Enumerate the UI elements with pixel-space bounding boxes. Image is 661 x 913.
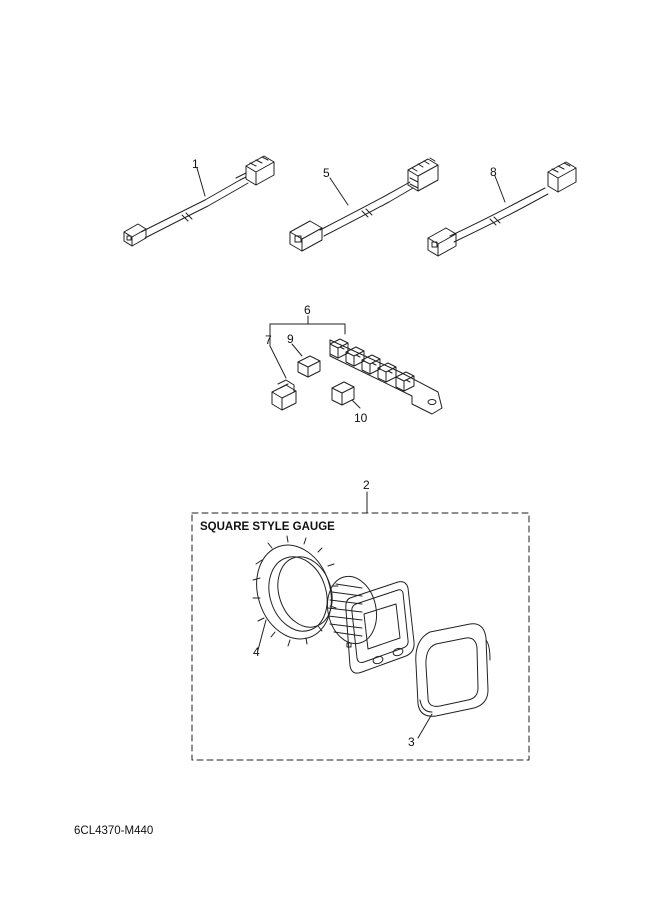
connector-7 [269,345,297,411]
callout-1: 1 [192,157,199,171]
wire-harness-5 [289,157,439,252]
square-gauge [326,575,415,674]
callout-2: 2 [363,478,370,492]
connector-bracket-6 [269,315,443,415]
cap-9 [291,343,321,378]
ring-nut-4 [252,535,339,651]
callout-8: 8 [490,165,497,179]
diagram-code: 6CL4370-M440 [74,825,154,837]
callout-3: 3 [408,735,415,749]
callout-6: 6 [304,303,311,317]
wire-harness-8 [427,161,577,257]
callout-10: 10 [354,411,368,425]
callout-9: 9 [287,332,294,346]
callout-7: 7 [265,333,272,347]
callout-5: 5 [323,166,330,180]
callout-4: 4 [253,645,260,659]
gauge-kit-box [191,512,530,761]
cap-10 [331,381,361,409]
gauge-box-title: SQUARE STYLE GAUGE [200,521,335,533]
wire-harness-1 [123,155,275,247]
gasket-3 [415,623,491,739]
